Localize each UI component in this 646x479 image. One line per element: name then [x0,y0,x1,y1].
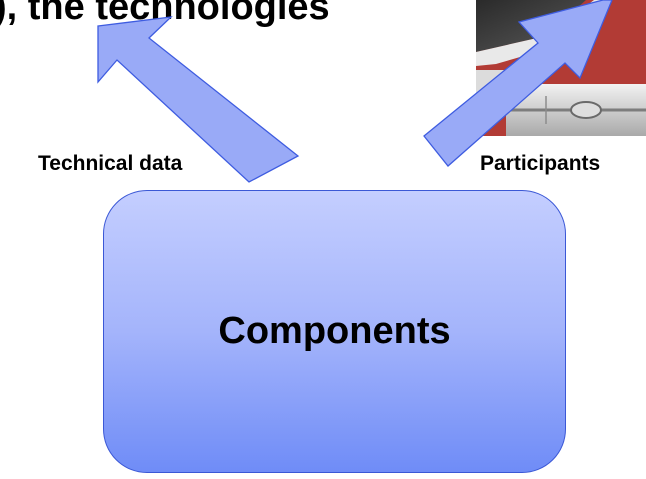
participants-label: Participants [480,152,601,175]
components-box: Components [103,190,566,473]
components-label: Components [218,310,451,352]
up-right-arrow [423,0,613,167]
up-left-arrow [97,16,300,183]
technical-data-label: Technical data [38,152,183,175]
